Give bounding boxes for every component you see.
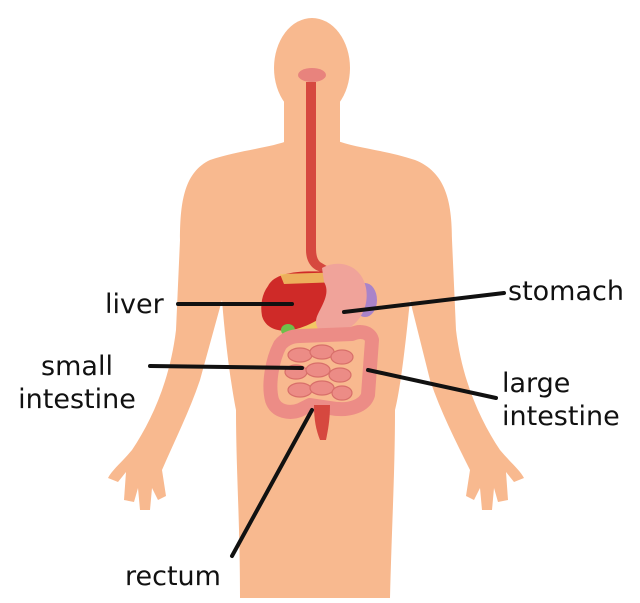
esophagus <box>306 82 330 272</box>
small-intestine <box>284 344 354 401</box>
label-stomach: stomach <box>508 276 624 307</box>
rectum <box>314 405 330 440</box>
leader-lines <box>148 291 506 558</box>
label-liver: liver <box>105 289 164 320</box>
leader-line-rectum <box>230 408 314 558</box>
leader-line-stomach <box>342 291 506 314</box>
label-small-intestine: small intestine <box>8 350 146 416</box>
label-large-intestine-line1: large <box>502 368 571 399</box>
label-large-intestine-line2: intestine <box>502 401 620 432</box>
leader-line-small-intestine <box>148 364 304 370</box>
label-large-intestine: large intestine <box>502 367 620 433</box>
label-small-intestine-line2: intestine <box>18 384 136 415</box>
label-small-intestine-line1: small <box>41 351 113 382</box>
stomach <box>315 263 367 335</box>
label-rectum: rectum <box>125 561 221 592</box>
large-intestine <box>263 325 379 419</box>
mouth-icon <box>298 68 326 82</box>
leader-line-large-intestine <box>366 368 498 400</box>
